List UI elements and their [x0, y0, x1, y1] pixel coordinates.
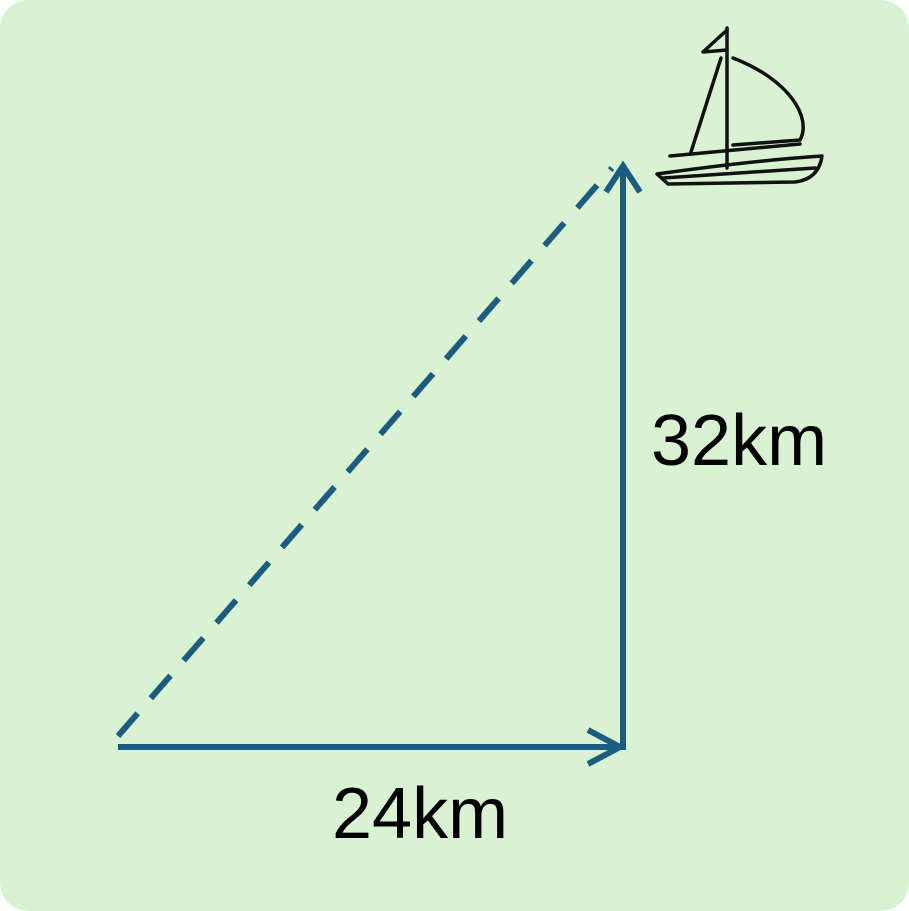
north-arrowhead: [603, 160, 643, 194]
horizontal-distance-label: 24km: [332, 774, 508, 854]
vertical-distance-label: 32km: [651, 401, 827, 481]
dashed-hypotenuse: [115, 166, 615, 738]
sailboat-icon: [655, 26, 824, 186]
